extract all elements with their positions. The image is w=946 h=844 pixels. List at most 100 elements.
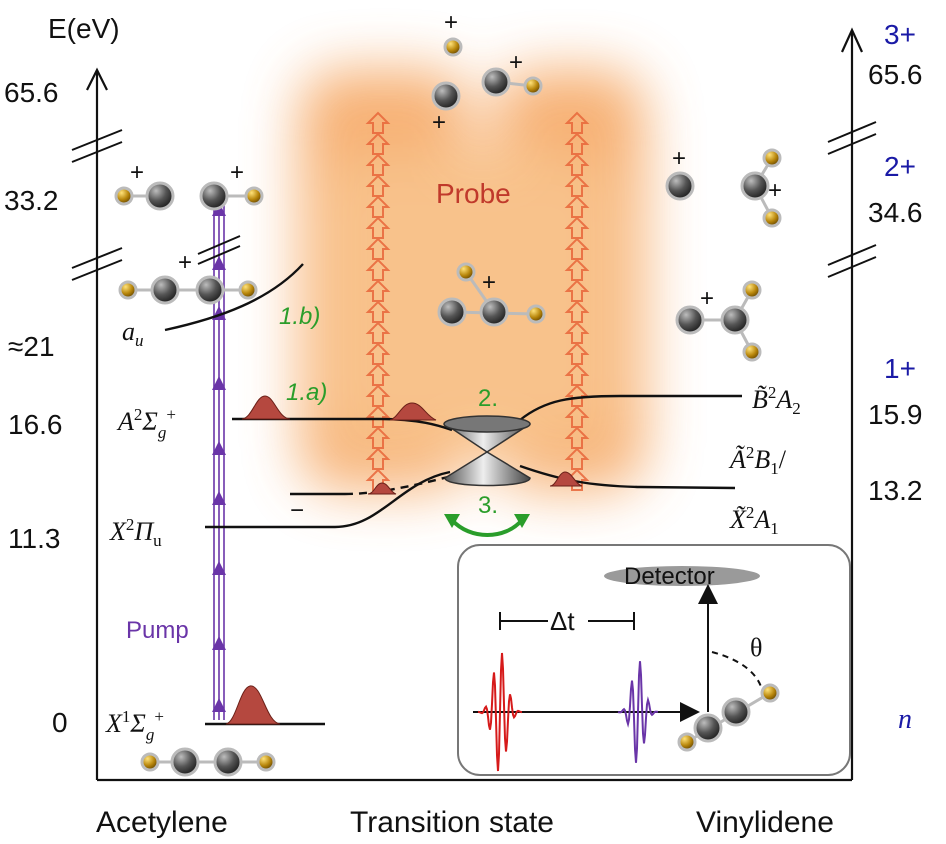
- wavepackets: [225, 395, 583, 725]
- angle-label: θ: [750, 633, 762, 662]
- state-A2Sigma-g: A2Σg+: [116, 405, 176, 442]
- c-atom: [150, 275, 180, 305]
- probe-arrow-right-2: [564, 426, 590, 449]
- h-atom: [742, 280, 762, 300]
- probe-arrow-left-14: [365, 174, 391, 197]
- pump-arrowhead-1: [212, 636, 226, 650]
- left-tick-1: 33.2: [4, 185, 59, 216]
- wavepacket-transition: [389, 402, 437, 421]
- curve-au: [164, 263, 304, 332]
- probe-arrow-right-11: [564, 237, 590, 260]
- left-tick-2: ≈21: [8, 331, 55, 362]
- probe-arrow-left-16: [365, 132, 391, 155]
- probe-arrow-left-11: [365, 237, 391, 260]
- probe-arrow-left-13: [365, 195, 391, 218]
- probe-arrow-right-10: [564, 258, 590, 281]
- probe-arrow-left-8: [365, 300, 391, 323]
- plus-sign: +: [230, 159, 244, 186]
- label-transition-state: Transition state: [350, 806, 554, 839]
- delay-bracket: [499, 612, 635, 630]
- step-3-label: 3.: [478, 492, 498, 519]
- left-tick-5: 0: [52, 707, 68, 738]
- c-atom: [213, 747, 243, 777]
- c-atom: [431, 81, 461, 111]
- state-B2A2: B̃2A2: [752, 383, 801, 418]
- h-atom: [523, 76, 543, 96]
- left-tick-0: 65.6: [4, 77, 59, 108]
- h-atom: [114, 186, 134, 206]
- pump-arrowhead-4: [212, 441, 226, 455]
- c-atom: [437, 297, 467, 327]
- probe-arrow-right-15: [564, 153, 590, 176]
- state-X2Pi-u: X2Πu: [109, 515, 162, 550]
- step-1a-label: 1.a): [286, 379, 327, 406]
- y-axis-label: E(eV): [48, 13, 120, 44]
- c-atom: [145, 181, 175, 211]
- conical-intersection: [443, 415, 531, 487]
- step-1b-label: 1.b): [279, 303, 320, 330]
- probe-arrow-left-9: [365, 279, 391, 302]
- probe-arrow-left-15: [365, 153, 391, 176]
- state-X1Sigma-g: X1Σg+: [105, 707, 164, 744]
- plus-sign: +: [482, 269, 496, 296]
- pump-break-marks: [197, 235, 241, 265]
- plus-sign: +: [432, 109, 446, 136]
- plus-sign: +: [130, 159, 144, 186]
- plus-sign: +: [768, 177, 782, 204]
- pump-arrowhead-7: [212, 256, 226, 270]
- state-X2A1: X̃2A1: [729, 503, 779, 538]
- h-atom: [526, 304, 546, 324]
- pump-arrowhead-0: [212, 698, 226, 712]
- pump-arrowhead-3: [212, 491, 226, 505]
- left-tick-3: 16.6: [8, 409, 63, 440]
- probe-arrow-right-16: [564, 132, 590, 155]
- probe-arrow-left-17: [365, 111, 391, 134]
- probe-arrow-right-5: [564, 363, 590, 386]
- charge-label-3plus: 3+: [884, 19, 916, 50]
- curve-A2Sigma: [232, 417, 453, 432]
- charge-label-1plus: 1+: [884, 353, 916, 384]
- h-atom: [762, 208, 782, 228]
- probe-arrow-left-5: [365, 363, 391, 386]
- h-atom: [140, 752, 160, 772]
- plus-sign: +: [444, 9, 458, 36]
- left-tick-4: 11.3: [8, 523, 60, 554]
- probe-arrow-right-9: [564, 279, 590, 302]
- wavepacket-A-state: [241, 395, 291, 420]
- h-atom: [244, 186, 264, 206]
- pump-label: Pump: [126, 617, 189, 644]
- detector: [604, 566, 760, 586]
- probe-arrows-left: [365, 111, 391, 491]
- left-axis: [71, 67, 123, 780]
- step-3-double-arrow: [450, 518, 524, 537]
- h-atom: [238, 280, 258, 300]
- c-atom: [195, 275, 225, 305]
- probe-glow: [300, 70, 645, 490]
- pump-arrowhead-2: [212, 561, 226, 575]
- probe-arrow-left-6: [365, 342, 391, 365]
- h-atom: [762, 148, 782, 168]
- c-atom: [479, 297, 509, 327]
- c-atom: [740, 171, 770, 201]
- probe-arrow-right-7: [564, 321, 590, 344]
- state-au: au: [122, 317, 144, 350]
- step-2-label: 2.: [478, 385, 498, 412]
- label-acetylene: Acetylene: [96, 806, 228, 839]
- inset-molecule: [677, 683, 780, 752]
- probe-arrow-left-2: [365, 426, 391, 449]
- c-atom: [720, 305, 750, 335]
- probe-arrow-left-3: [365, 405, 391, 428]
- energy-curves: [164, 263, 742, 726]
- step-3-arrowhead-left: [444, 514, 460, 528]
- wavepacket-minus: [367, 482, 397, 495]
- right-tick-1: 34.6: [868, 197, 923, 228]
- probe-arrow-right-4: [564, 384, 590, 407]
- h-atom: [742, 342, 762, 362]
- minus-sign: −: [290, 497, 304, 524]
- probe-arrow-right-14: [564, 174, 590, 197]
- detector-label: Detector: [624, 563, 715, 590]
- probe-arrow-left-10: [365, 258, 391, 281]
- label-vinylidene: Vinylidene: [696, 806, 834, 839]
- curve-X2Pi: [205, 470, 451, 529]
- probe-arrow-right-17: [564, 111, 590, 134]
